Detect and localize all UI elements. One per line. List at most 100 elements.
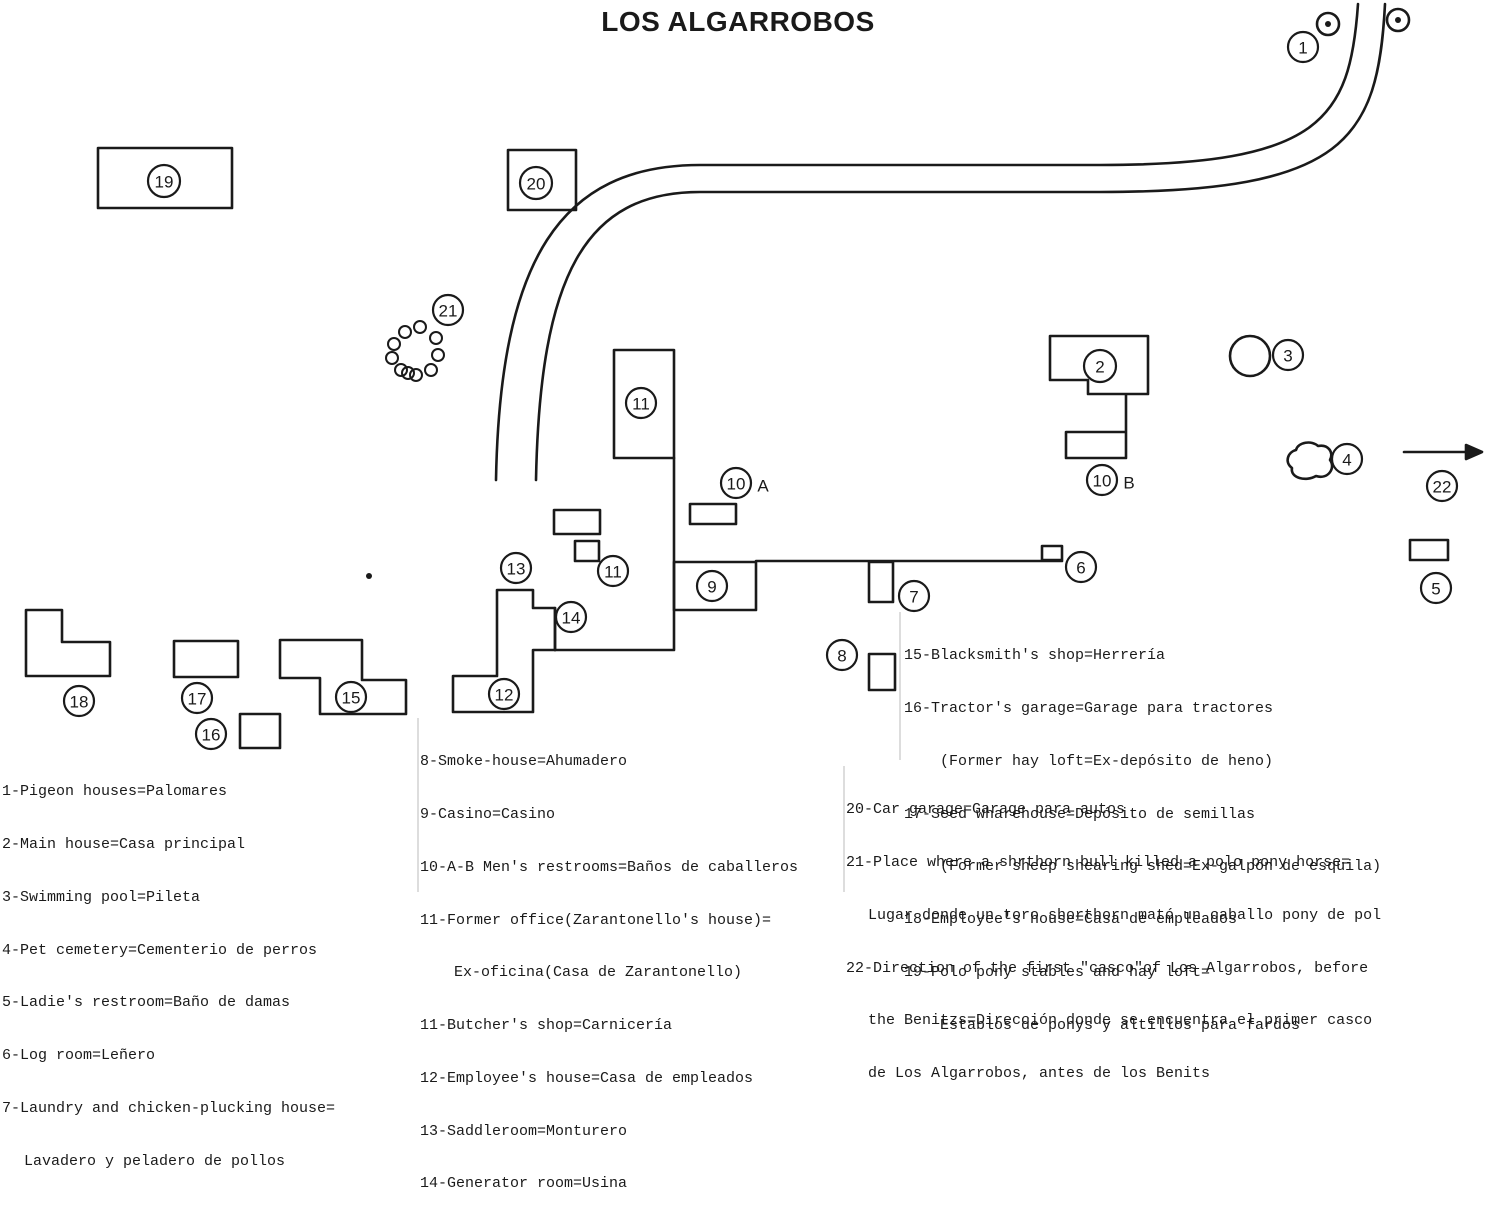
marker-circle-4 xyxy=(1330,442,1364,476)
pet-cemetery-4 xyxy=(1286,441,1334,481)
marker-label-10b: 10 xyxy=(1093,472,1112,491)
legend-item: 20-Car garage=Garage para autos xyxy=(846,801,1126,819)
swimming-pool-3 xyxy=(1228,334,1272,378)
marker-label-9: 9 xyxy=(707,578,716,597)
legend-item: 7-Laundry and chicken-plucking house= xyxy=(2,1099,336,1117)
connecting-wall xyxy=(553,456,676,652)
building-6-log-room xyxy=(1040,544,1064,562)
marker-circle-17 xyxy=(180,681,214,715)
building-17-seed-warehouse xyxy=(172,639,240,679)
legend-item: 9-Casino=Casino xyxy=(420,805,556,823)
marker-label-10a: 10 xyxy=(727,475,746,494)
marker-label-17: 17 xyxy=(188,690,207,709)
marker-label-13: 13 xyxy=(507,560,526,579)
marker-label-22: 22 xyxy=(1433,478,1452,497)
marker-circle-6 xyxy=(1064,550,1098,584)
estate-map: 1 2 3 4 5 6 7 8 9 10 10 11 11 12 13 14 1… xyxy=(24,2,1484,892)
marker-circle-3 xyxy=(1271,338,1305,372)
legend-item-continuation: Ex-oficina(Casa de Zarantonello) xyxy=(454,964,743,982)
marker-label-16: 16 xyxy=(202,726,221,745)
legend-item: 1-Pigeon houses=Palomares xyxy=(2,783,228,801)
marker-label-11b: 11 xyxy=(604,563,622,582)
building-15-blacksmith xyxy=(278,638,408,716)
marker-label-11a: 11 xyxy=(632,395,650,414)
legend-column-4: 20-Car garage=Garage para autos 21-Place… xyxy=(846,766,1381,1100)
marker-label-6: 6 xyxy=(1076,559,1085,578)
legend-item: 5-Ladie's restroom=Baño de damas xyxy=(2,994,291,1012)
pigeon-house-b-dot xyxy=(1395,17,1401,23)
marker-suffix-10b: B xyxy=(1123,474,1134,493)
marker-circle-1 xyxy=(1286,30,1320,64)
legend-item: 21-Place where a shrthorn bull killed a … xyxy=(846,853,1351,871)
building-16-tractor-garage xyxy=(238,712,282,750)
legend-item: 17-Seed wharehouse=Depósito de semillas xyxy=(904,805,1256,823)
marker-circle-19 xyxy=(146,163,182,199)
legend-item-continuation: de Los Algarrobos, antes de los Benits xyxy=(868,1065,1211,1083)
marker-circle-8 xyxy=(825,638,859,672)
marker-circle-5 xyxy=(1419,571,1453,605)
building-7-laundry xyxy=(867,560,895,604)
building-18-employee-house xyxy=(24,608,112,678)
legend-item-continuation: the Benitzs=Dirección donde se encuentra… xyxy=(868,1012,1373,1030)
pigeon-house-a-dot xyxy=(1325,21,1331,27)
legend-item: 6-Log room=Leñero xyxy=(2,1047,156,1065)
marker-circle-16 xyxy=(194,717,228,751)
marker-circle-9 xyxy=(695,569,729,603)
building-9-casino xyxy=(672,560,758,612)
marker-label-5: 5 xyxy=(1431,580,1440,599)
marker-label-8: 8 xyxy=(837,647,846,666)
legend-item: 2-Main house=Casa principal xyxy=(2,835,246,853)
building-2-main-house xyxy=(1048,334,1150,460)
marker-circle-22 xyxy=(1425,469,1459,503)
marker-circle-11b xyxy=(596,554,630,588)
marker-label-2: 2 xyxy=(1095,358,1104,377)
legend-item-continuation: Lugar donde un toro shorthorn mató un ca… xyxy=(868,906,1382,924)
marker-circle-10b xyxy=(1085,463,1119,497)
marker-circle-20 xyxy=(518,165,554,201)
marker-circle-12 xyxy=(487,677,521,711)
marker-circle-13 xyxy=(499,551,533,585)
marker-circle-14 xyxy=(554,600,588,634)
marker-circle-7 xyxy=(897,579,931,613)
legend-item: 4-Pet cemetery=Cementerio de perros xyxy=(2,941,318,959)
marker-circle-21 xyxy=(431,293,465,327)
legend-item: 15-Blacksmith's shop=Herrería xyxy=(904,647,1166,665)
building-11-former-office xyxy=(612,348,676,460)
road-outer-edge xyxy=(534,2,1387,482)
legend-item: 11-Former office(Zarantonello's house)= xyxy=(420,911,772,929)
legend-item: 13-Saddleroom=Monturero xyxy=(420,1122,628,1140)
marker-circle-15 xyxy=(334,680,368,714)
marker-label-18: 18 xyxy=(70,693,89,712)
legend-item: 8-Smoke-house=Ahumadero xyxy=(420,753,628,771)
marker-label-12: 12 xyxy=(495,686,514,705)
marker-label-3: 3 xyxy=(1283,347,1292,366)
building-10a-restroom xyxy=(688,502,738,526)
marker-circle-2 xyxy=(1082,348,1118,384)
legend-item: 16-Tractor's garage=Garage para tractore… xyxy=(904,699,1274,717)
map-title: LOS ALGARROBOS xyxy=(601,6,875,37)
marker-label-20: 20 xyxy=(527,175,546,194)
legend-item: 14-Generator room=Usina xyxy=(420,1175,628,1193)
marker-circle-10a xyxy=(719,466,753,500)
marker-label-14: 14 xyxy=(562,609,581,628)
building-11-butcher-shop xyxy=(573,539,601,563)
building-small-shed xyxy=(552,508,602,536)
legend-item-continuation: Lavadero y peladero de pollos xyxy=(24,1152,286,1170)
marker-label-1: 1 xyxy=(1298,39,1307,58)
map-speck xyxy=(366,573,372,579)
legend-item: 3-Swimming pool=Pileta xyxy=(2,888,201,906)
building-5-ladies-restroom xyxy=(1408,538,1450,562)
bull-incident-site-21 xyxy=(385,320,445,382)
marker-label-21: 21 xyxy=(439,302,458,321)
legend-item: 10-A-B Men's restrooms=Baños de caballer… xyxy=(420,858,799,876)
legend-item-continuation: (Former hay loft=Ex-depósito de heno) xyxy=(940,752,1274,770)
marker-label-7: 7 xyxy=(909,588,918,607)
marker-circle-18 xyxy=(62,684,96,718)
direction-arrow-head xyxy=(1464,443,1484,461)
marker-label-15: 15 xyxy=(342,689,361,708)
legend-item-continuation: (Former sheep shearing shed=Ex-galpón de… xyxy=(940,858,1382,876)
legend-item: 22-Direction of the first "casco"of Los … xyxy=(846,959,1369,977)
building-12-employee-house xyxy=(451,588,557,714)
pigeon-house-a xyxy=(1315,11,1341,37)
building-19-stables xyxy=(96,146,234,210)
